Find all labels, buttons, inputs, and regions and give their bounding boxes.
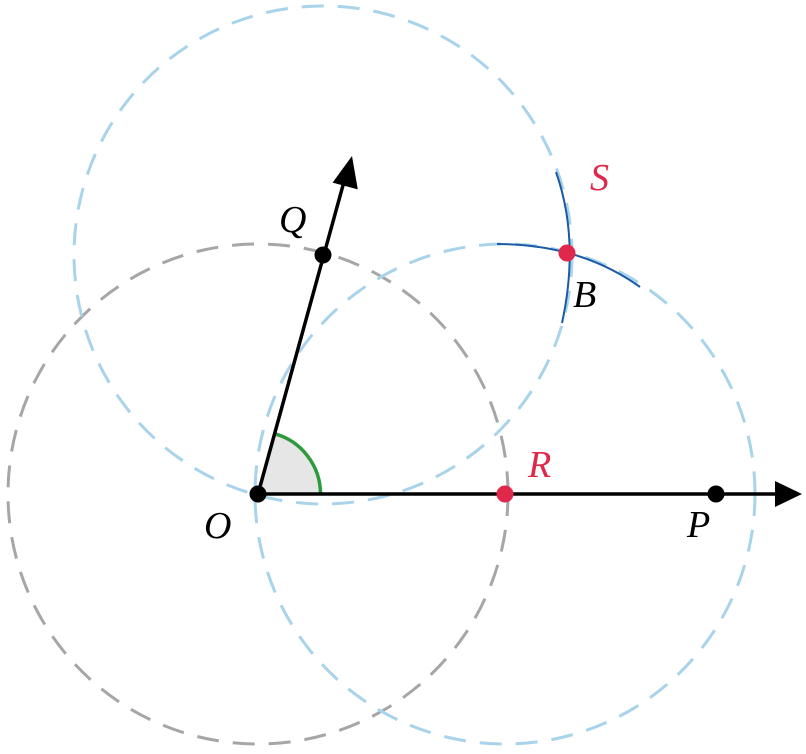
point-p [707,485,725,503]
arc-through-s-vertical [555,171,571,324]
ray-oq [256,177,347,495]
point-q [314,246,332,264]
label-s: S [590,157,609,199]
label-b: B [573,274,596,316]
angle-fill [258,433,321,494]
point-s [558,244,576,262]
ray-oq-arrowhead [332,156,358,190]
point-r [496,485,514,503]
label-p: P [686,504,710,546]
point-o [249,485,267,503]
angle-arc [273,431,323,495]
label-r: R [527,444,551,486]
ray-op-arrowhead [775,481,802,507]
label-o: O [204,505,231,547]
label-q: Q [279,199,306,241]
